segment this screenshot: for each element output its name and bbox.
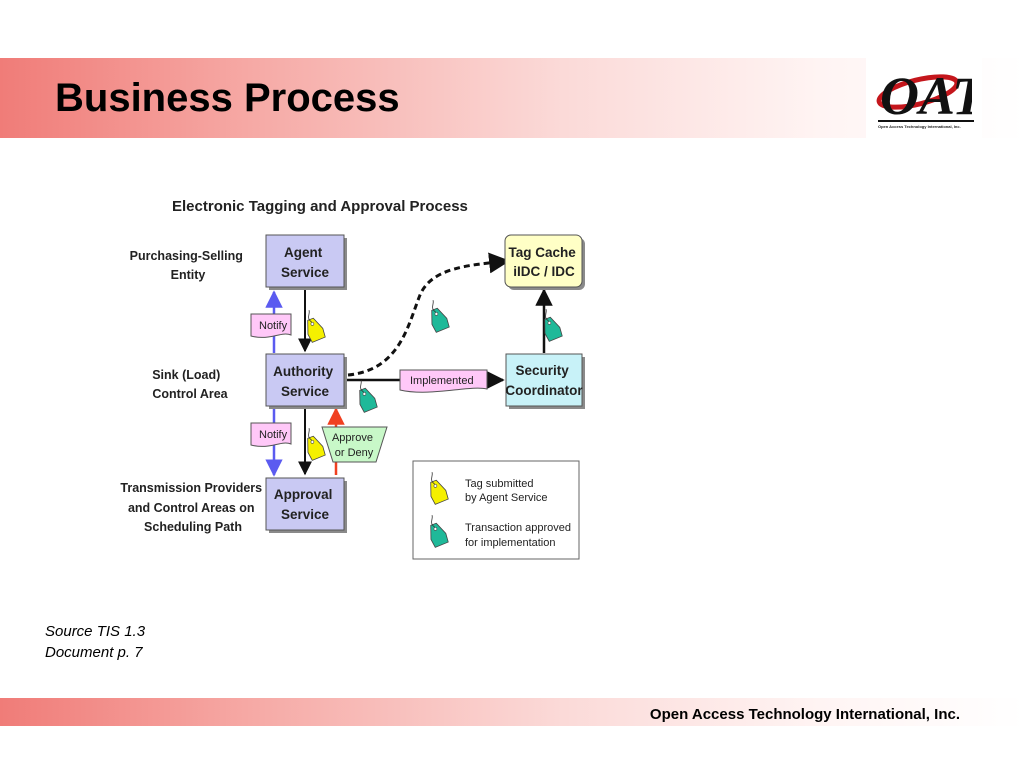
svg-text:Approve or Deny: Approve or Deny — [332, 432, 376, 459]
label-purchasing-selling-entity: Purchasing-Selling Entity — [130, 249, 247, 282]
footer-band — [0, 698, 1024, 726]
logo-swoosh — [876, 74, 960, 110]
agent-service-box: Agent Service — [265, 234, 347, 290]
tag-cache-box: Tag Cache iIDC / IDC — [504, 234, 585, 290]
notify-callout-bottom: Notify — [250, 422, 292, 447]
svg-text:Notify: Notify — [259, 320, 288, 332]
green-tag-icon — [536, 306, 564, 343]
svg-text:Notify: Notify — [259, 429, 288, 441]
diagram-legend: Tag submitted by Agent Service Transacti… — [412, 460, 580, 560]
authority-service-box: Authority Service — [265, 353, 347, 409]
svg-text:Security Coordinator: Security Coordinator — [505, 363, 583, 398]
implemented-callout: Implemented — [399, 369, 488, 393]
logo-subtitle: Open Access Technology International, In… — [878, 124, 961, 129]
legend-green-tag-label: Transaction approved for implementation — [465, 522, 574, 549]
label-sink-load-control-area: Sink (Load) Control Area — [152, 368, 228, 401]
logo-wordmark: OATi — [880, 66, 972, 124]
svg-text:Agent Service: Agent Service — [281, 245, 330, 280]
tagging-process-diagram: Electronic Tagging and Approval Process … — [120, 198, 585, 560]
svg-text:Authority Service: Authority Service — [273, 364, 337, 399]
approval-service-box: Approval Service — [265, 477, 347, 533]
footer-company-name: Open Access Technology International, In… — [649, 706, 960, 723]
dashed-arrow-to-tag-cache — [347, 252, 511, 377]
security-coordinator-box: Security Coordinator — [505, 353, 585, 409]
oati-logo-icon: OATi — [876, 66, 972, 124]
source-line: Document p. 7 — [45, 644, 143, 661]
company-logo: OATi Open Access Technology Internationa… — [866, 56, 982, 140]
logo-rule — [878, 120, 974, 122]
yellow-tag-icon — [299, 425, 327, 462]
header-band — [0, 58, 1024, 138]
svg-text:Approval Service: Approval Service — [274, 487, 336, 522]
source-citation: Source TIS 1.3 Document p. 7 — [45, 621, 145, 663]
svg-text:Tag Cache iIDC / IDC: Tag Cache iIDC / IDC — [508, 245, 579, 279]
page-title: Business Process — [55, 76, 400, 120]
yellow-tag-icon — [299, 307, 327, 344]
source-line: Source TIS 1.3 — [45, 623, 146, 640]
notify-callout-top: Notify — [250, 313, 292, 338]
legend-yellow-tag-label: Tag submitted by Agent Service — [465, 478, 548, 504]
approve-or-deny-callout: Approve or Deny — [321, 426, 388, 463]
label-transmission-providers: Transmission Providers and Control Areas… — [120, 481, 265, 534]
svg-text:Implemented: Implemented — [410, 375, 474, 387]
diagram-title: Electronic Tagging and Approval Process — [172, 198, 468, 215]
green-tag-icon — [351, 377, 379, 414]
green-tag-icon — [423, 297, 451, 334]
